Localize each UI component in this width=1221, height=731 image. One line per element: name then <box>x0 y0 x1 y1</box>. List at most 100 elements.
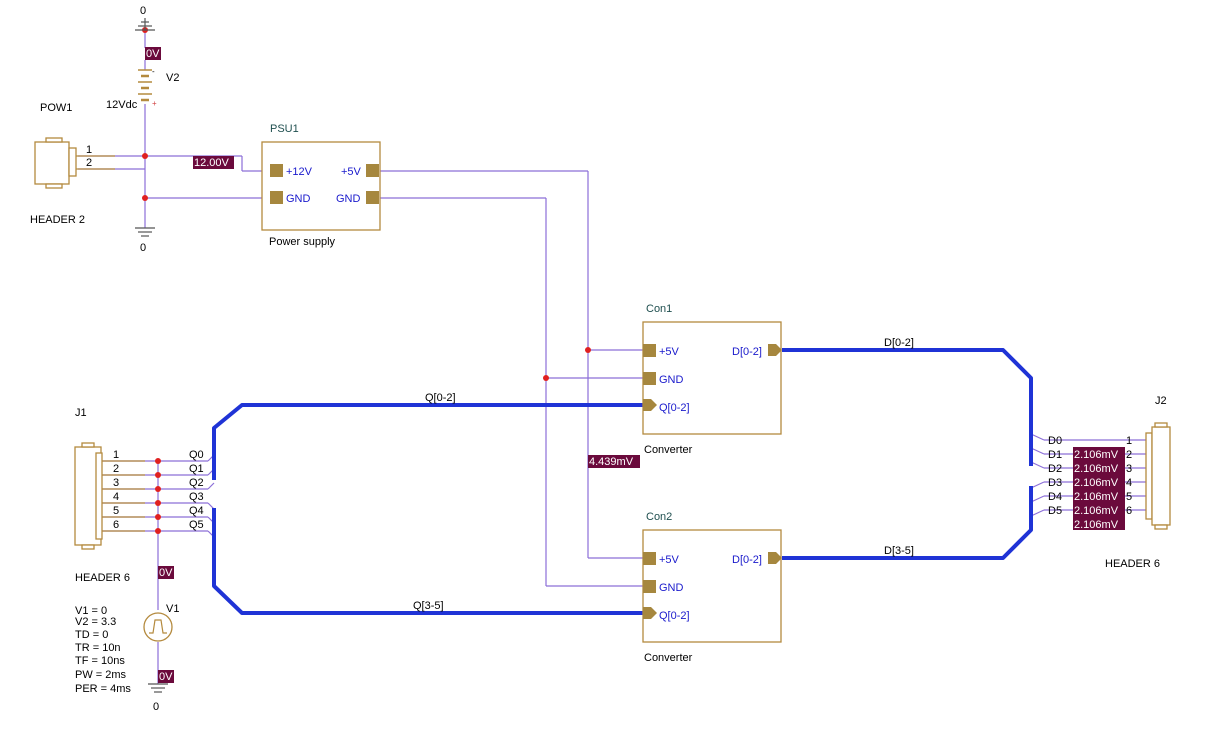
buses <box>212 348 1033 615</box>
con2-pin-q: Q[0-2] <box>659 610 690 622</box>
ground-pow-label: 0 <box>140 242 146 254</box>
bus-q-top <box>212 403 643 480</box>
psu1-name: Power supply <box>269 236 336 248</box>
j2-voltage-6: 2.106mV <box>1074 519 1119 531</box>
v1-param-tf: TF = 10ns <box>75 655 125 667</box>
pow1-pin-1: 1 <box>86 144 92 156</box>
j2-pin-3: 3 <box>1126 463 1132 475</box>
bus-label-q-top: Q[0-2] <box>425 392 456 404</box>
psu1-ref: PSU1 <box>270 123 299 135</box>
voltage-marker-v2-top: 0V <box>145 47 161 60</box>
bus-q-bottom <box>212 508 643 615</box>
j1-ref: J1 <box>75 407 87 419</box>
j1-pin-5: 5 <box>113 505 119 517</box>
j1-connector[interactable] <box>74 442 145 550</box>
bus-label-d-top: D[0-2] <box>884 337 914 349</box>
psu1-block[interactable] <box>261 141 381 231</box>
con1-pin-gnd: GND <box>659 374 684 386</box>
con2-pin-gnd: GND <box>659 582 684 594</box>
junctions <box>142 27 591 534</box>
j2-connector[interactable] <box>1145 422 1171 530</box>
j2-voltage-3: 2.106mV <box>1074 477 1119 489</box>
bus-label-d-bottom: D[3-5] <box>884 545 914 557</box>
j2-pin-5: 5 <box>1126 491 1132 503</box>
con1-pin-5v: +5V <box>659 346 680 358</box>
con2-pin-5v: +5V <box>659 554 680 566</box>
svg-text:0V: 0V <box>159 671 173 683</box>
v1-param-tr: TR = 10n <box>75 642 121 654</box>
bus-d-top <box>782 348 1033 466</box>
svg-text:12.00V: 12.00V <box>194 157 230 169</box>
v1-ref: V1 <box>166 603 179 615</box>
psu1-pin-5v: +5V <box>341 166 362 178</box>
j1-net-q3: Q3 <box>189 491 204 503</box>
j2-pin-6: 6 <box>1126 505 1132 517</box>
ground-v1-icon <box>148 683 168 693</box>
j2-net-d3: D3 <box>1048 477 1062 489</box>
wires <box>78 30 1146 684</box>
con2-name: Converter <box>644 652 693 664</box>
j1-pin-6: 6 <box>113 519 119 531</box>
con2-pin-d: D[0-2] <box>732 554 762 566</box>
j1-net-q2: Q2 <box>189 477 204 489</box>
j2-voltage-2: 2.106mV <box>1074 463 1119 475</box>
svg-text:0V: 0V <box>159 567 173 579</box>
j1-name: HEADER 6 <box>75 572 130 584</box>
battery-icon[interactable] <box>138 69 152 102</box>
ground-pow-icon <box>135 227 155 237</box>
v2-ref: V2 <box>166 72 179 84</box>
svg-text:0V: 0V <box>146 48 160 60</box>
con1-ref: Con1 <box>646 303 672 315</box>
voltage-marker-v1-top: 0V <box>158 566 174 579</box>
j2-net-labels: D0 D1 D2 D3 D4 D5 <box>1048 435 1062 517</box>
j2-voltage-markers: 2.106mV 2.106mV 2.106mV 2.106mV 2.106mV … <box>1073 447 1125 531</box>
v1-param-v1: V1 = 0 <box>75 605 107 617</box>
v2-value: 12Vdc <box>106 99 138 111</box>
pow1-connector[interactable] <box>34 137 115 189</box>
j1-net-q0: Q0 <box>189 449 204 461</box>
j1-net-q4: Q4 <box>189 505 204 517</box>
con2-block[interactable] <box>642 529 782 643</box>
psu1-pin-gnd-out: GND <box>336 193 361 205</box>
j2-voltage-1: 2.106mV <box>1074 449 1119 461</box>
v1-param-td: TD = 0 <box>75 629 108 641</box>
con1-name: Converter <box>644 444 693 456</box>
pulse-source-icon[interactable] <box>143 612 173 642</box>
voltage-marker-gnd-net: 4.439mV <box>588 455 640 468</box>
j2-name: HEADER 6 <box>1105 558 1160 570</box>
battery-plus: + <box>152 99 157 108</box>
ground-top-icon <box>135 18 155 31</box>
j2-voltage-5: 2.106mV <box>1074 505 1119 517</box>
j2-net-d0: D0 <box>1048 435 1062 447</box>
con1-pin-d: D[0-2] <box>732 346 762 358</box>
ground-v1-label: 0 <box>153 701 159 713</box>
j1-pin-numbers: 1 2 3 4 5 6 <box>113 449 119 531</box>
con2-ref: Con2 <box>646 511 672 523</box>
j2-pin-2: 2 <box>1126 449 1132 461</box>
psu1-pin-12v: +12V <box>286 166 313 178</box>
pow1-pin-2: 2 <box>86 157 92 169</box>
j1-net-q5: Q5 <box>189 519 204 531</box>
pow1-name: HEADER 2 <box>30 214 85 226</box>
voltage-marker-v1-bottom: 0V <box>158 670 174 683</box>
v1-param-v2: V2 = 3.3 <box>75 616 116 628</box>
pow1-ref: POW1 <box>40 102 72 114</box>
j2-pin-numbers: 1 2 3 4 5 6 <box>1126 435 1132 517</box>
v1-param-per: PER = 4ms <box>75 683 131 695</box>
v1-param-pw: PW = 2ms <box>75 669 127 681</box>
j2-pin-1: 1 <box>1126 435 1132 447</box>
battery-minus: - <box>152 67 155 76</box>
j2-net-d1: D1 <box>1048 449 1062 461</box>
con1-block[interactable] <box>642 321 782 435</box>
j2-pin-4: 4 <box>1126 477 1132 489</box>
j1-pin-4: 4 <box>113 491 119 503</box>
j1-pin-2: 2 <box>113 463 119 475</box>
con1-pin-q: Q[0-2] <box>659 402 690 414</box>
v1-params: V1 = 0 V2 = 3.3 TD = 0 TR = 10n TF = 10n… <box>75 605 131 695</box>
bus-label-q-bottom: Q[3-5] <box>413 600 444 612</box>
j1-net-labels: Q0 Q1 Q2 Q3 Q4 Q5 <box>189 449 204 531</box>
bus-d-bottom <box>782 486 1033 560</box>
j2-net-d5: D5 <box>1048 505 1062 517</box>
j2-voltage-4: 2.106mV <box>1074 491 1119 503</box>
